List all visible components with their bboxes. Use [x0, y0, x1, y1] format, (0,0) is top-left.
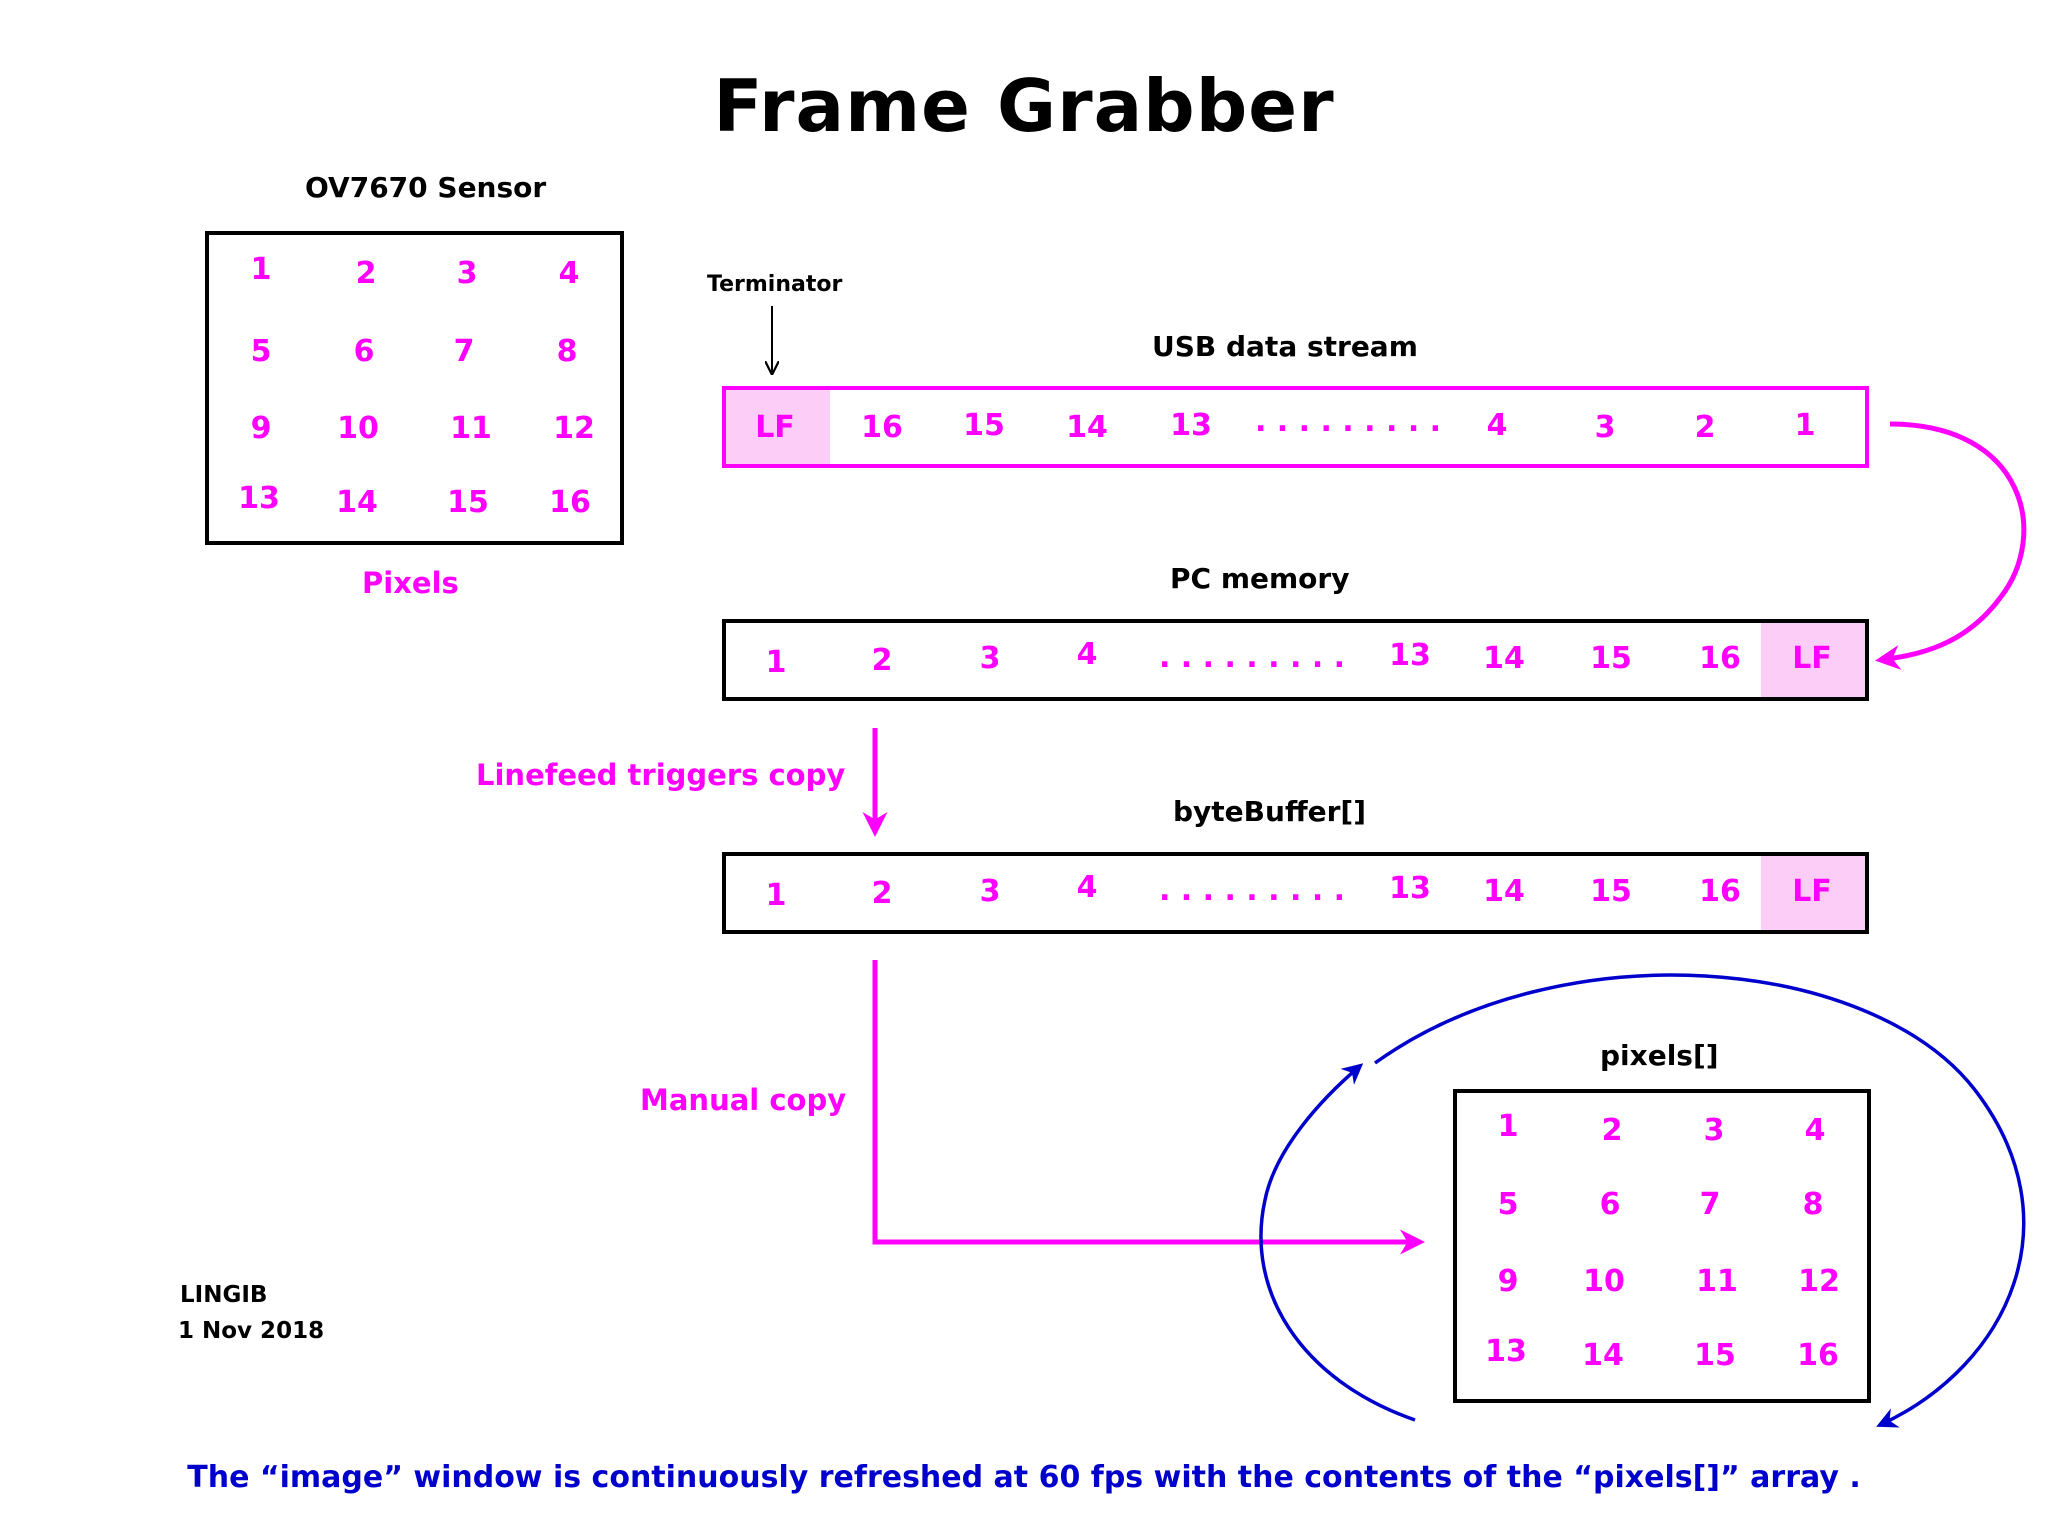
sensor-cell-16: 16 [549, 485, 591, 520]
pc-memory-title: PC memory [1170, 562, 1350, 595]
sensor-cell-12: 12 [553, 411, 595, 446]
pixels-cell-4: 4 [1804, 1113, 1826, 1148]
pixels-cell-1: 1 [1497, 1109, 1519, 1144]
pixels-cell-10: 10 [1583, 1264, 1625, 1299]
pixels-cell-7: 7 [1699, 1187, 1721, 1222]
sensor-cell-13: 13 [238, 481, 280, 516]
byte-buffer-cell-4: 4 [1076, 870, 1098, 905]
pixels-cell-12: 12 [1798, 1264, 1840, 1299]
sensor-cell-2: 2 [355, 256, 377, 291]
byte-buffer-cell-10: LF [1792, 874, 1832, 909]
sensor-cell-1: 1 [250, 252, 272, 287]
sensor-grid [205, 231, 624, 545]
sensor-cell-11: 11 [450, 411, 492, 446]
pixels-cell-8: 8 [1802, 1187, 1824, 1222]
pc-memory-cell-8: 15 [1590, 641, 1632, 676]
sensor-cell-8: 8 [556, 334, 578, 369]
pc-memory-cell-2: 2 [871, 643, 893, 678]
sensor-cell-15: 15 [447, 485, 489, 520]
refresh-loop-left [1259, 1063, 1416, 1422]
byte-buffer-cell-2: 2 [871, 876, 893, 911]
manual-copy-label: Manual copy [640, 1083, 847, 1117]
manual-copy-arrow [872, 960, 1425, 1255]
pixels-cell-11: 11 [1696, 1264, 1738, 1299]
sensor-cell-4: 4 [558, 256, 580, 291]
sensor-cell-3: 3 [456, 256, 478, 291]
pixels-array-grid [1453, 1089, 1871, 1403]
pc-memory-lf-highlight [1761, 623, 1865, 697]
footer-caption: The “image” window is continuously refre… [187, 1460, 1861, 1495]
pc-memory-cell-5: . . . . . . . . . [1158, 640, 1346, 675]
pixels-cell-6: 6 [1599, 1187, 1621, 1222]
pc-memory-cell-4: 4 [1076, 637, 1098, 672]
byte-buffer-cell-3: 3 [979, 874, 1001, 909]
usb-stream-title: USB data stream [1152, 330, 1418, 363]
sensor-caption: Pixels [362, 566, 459, 600]
pc-memory-cell-3: 3 [979, 641, 1001, 676]
byte-buffer-cell-7: 14 [1483, 874, 1525, 909]
usb-cell-2: 16 [861, 410, 903, 445]
usb-cell-10: 1 [1794, 408, 1816, 443]
byte-buffer-cell-9: 16 [1699, 874, 1741, 909]
linefeed-label: Linefeed triggers copy [476, 758, 846, 792]
pixels-cell-3: 3 [1703, 1113, 1725, 1148]
sensor-cell-10: 10 [337, 411, 379, 446]
byte-buffer-cell-5: . . . . . . . . . [1158, 873, 1346, 908]
terminator-label: Terminator [707, 272, 843, 297]
pc-memory-cell-9: 16 [1699, 641, 1741, 676]
pixels-cell-13: 13 [1485, 1334, 1527, 1369]
byte-buffer-cell-6: 13 [1389, 871, 1431, 906]
usb-cell-3: 15 [963, 408, 1005, 443]
sensor-cell-5: 5 [250, 334, 272, 369]
usb-cell-6: . . . . . . . . . [1254, 404, 1442, 439]
usb-cell-5: 13 [1170, 408, 1212, 443]
pc-memory-cell-7: 14 [1483, 641, 1525, 676]
refresh-loop-right [1373, 973, 2026, 1428]
pixels-cell-5: 5 [1497, 1187, 1519, 1222]
pixels-cell-16: 16 [1797, 1338, 1839, 1373]
usb-lf-highlight [726, 390, 830, 464]
pc-memory-cell-6: 13 [1389, 638, 1431, 673]
usb-cell-4: 14 [1066, 410, 1108, 445]
byte-buffer-lf-highlight [1761, 856, 1865, 930]
byte-buffer-cell-8: 15 [1590, 874, 1632, 909]
stream-to-memory-arrow [1875, 421, 2027, 670]
pixels-cell-9: 9 [1497, 1264, 1519, 1299]
credit-date: 1 Nov 2018 [178, 1318, 325, 1344]
byte-buffer-bar [722, 852, 1869, 934]
usb-stream-bar [722, 386, 1869, 468]
sensor-cell-6: 6 [353, 334, 375, 369]
pc-memory-bar [722, 619, 1869, 701]
usb-cell-1: LF [755, 410, 795, 445]
page-title: Frame Grabber [713, 64, 1335, 148]
usb-cell-7: 4 [1486, 408, 1508, 443]
pixels-cell-2: 2 [1601, 1113, 1623, 1148]
pixels-array-title: pixels[] [1600, 1039, 1719, 1072]
sensor-cell-14: 14 [336, 485, 378, 520]
usb-cell-9: 2 [1694, 410, 1716, 445]
pc-memory-cell-10: LF [1792, 641, 1832, 676]
pixels-cell-15: 15 [1694, 1338, 1736, 1373]
sensor-cell-9: 9 [250, 411, 272, 446]
credit-author: LINGIB [180, 1282, 268, 1308]
sensor-cell-7: 7 [453, 334, 475, 369]
sensor-title: OV7670 Sensor [305, 171, 547, 204]
byte-buffer-title: byteBuffer[] [1173, 795, 1367, 828]
usb-cell-8: 3 [1594, 410, 1616, 445]
byte-buffer-cell-1: 1 [765, 878, 787, 913]
pc-memory-cell-1: 1 [765, 645, 787, 680]
pixels-cell-14: 14 [1582, 1338, 1624, 1373]
